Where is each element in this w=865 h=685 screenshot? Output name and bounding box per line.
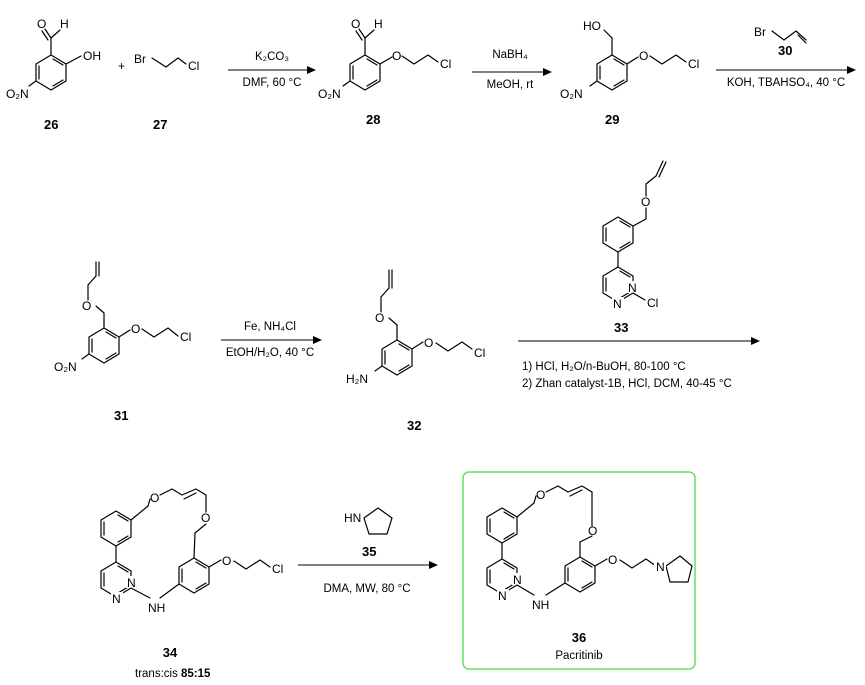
atom-o: O (608, 553, 617, 567)
compound-28: O H O Cl O₂N 28 (318, 17, 451, 127)
step5-line1: 1) HCl, H₂O/n-BuOH, 80-100 °C (522, 361, 686, 373)
compound-label-26: 26 (44, 117, 58, 132)
atom-n: N (656, 560, 665, 574)
step1-conditions: DMF, 60 °C (243, 77, 302, 89)
atom-nh: NH (148, 601, 165, 615)
atom-cl: Cl (647, 296, 658, 310)
atom-o: O (424, 336, 433, 350)
plus-sign: + (118, 59, 125, 73)
atom-cl: Cl (272, 562, 283, 576)
compound-33: O N N Cl 33 (602, 160, 667, 335)
compound-34: O O O Cl N N NH 34 trans:cis 85:15 (100, 488, 283, 680)
atom-ho: HO (583, 19, 601, 33)
atom-cl: Cl (188, 59, 199, 73)
product-name: Pacritinib (555, 650, 602, 662)
compound-26: O H OH O₂N 26 (6, 17, 101, 132)
atom-br: Br (754, 25, 766, 39)
atom-o: O (639, 49, 648, 63)
reaction-arrow-1: K₂CO₃ DMF, 60 °C (228, 51, 316, 89)
reaction-arrow-6: HN 35 DMA, MW, 80 °C (298, 507, 438, 595)
atom-o2n: O₂N (6, 87, 29, 101)
atom-cl: Cl (474, 346, 485, 360)
atom-o2n: O₂N (560, 87, 583, 101)
product-highlight-box (462, 471, 696, 670)
atom-cl: Cl (688, 57, 699, 71)
atom-o: O (222, 554, 231, 568)
ratio-value: 85:15 (181, 668, 211, 680)
atom-n: N (628, 281, 637, 295)
trans-cis-ratio: trans:cis 85:15 (135, 668, 211, 680)
compound-27: Br Cl 27 (134, 52, 199, 132)
compound-label-34: 34 (163, 645, 178, 660)
atom-o: O (201, 511, 210, 525)
compound-36: O O O N N N NH 36 Pacritinib (486, 485, 693, 662)
reaction-arrow-3: Br 30 KOH, TBAHSO₄, 40 °C (716, 25, 856, 89)
compound-label-30: 30 (778, 43, 792, 58)
step2-conditions: MeOH, rt (487, 79, 534, 91)
atom-oh: OH (83, 49, 101, 63)
ratio-label: trans:cis (135, 668, 181, 680)
atom-o: O (536, 488, 545, 502)
compound-31: O O Cl O₂N 31 (54, 261, 191, 423)
atom-o2n: O₂N (318, 87, 341, 101)
atom-o: O (588, 524, 597, 538)
atom-cl: Cl (440, 57, 451, 71)
compound-label-35: 35 (362, 544, 376, 559)
reaction-arrow-4: Fe, NH₄Cl EtOH/H₂O, 40 °C (221, 321, 322, 359)
reaction-arrow-5: 1) HCl, H₂O/n-BuOH, 80-100 °C 2) Zhan ca… (518, 337, 760, 390)
atom-o: O (641, 195, 650, 209)
atom-o: O (392, 49, 401, 63)
step5-line2: 2) Zhan catalyst-1B, HCl, DCM, 40-45 °C (522, 378, 732, 390)
compound-label-29: 29 (605, 112, 619, 127)
atom-n: N (127, 576, 136, 590)
atom-h: H (60, 17, 69, 31)
atom-o: O (82, 299, 91, 313)
compound-label-31: 31 (114, 408, 128, 423)
atom-h2n: H₂N (346, 372, 368, 386)
atom-o: O (150, 491, 159, 505)
compound-label-28: 28 (366, 112, 380, 127)
atom-cl: Cl (180, 330, 191, 344)
compound-35: HN 35 (344, 507, 393, 559)
compound-label-33: 33 (614, 320, 628, 335)
step4-reagent: Fe, NH₄Cl (244, 321, 296, 333)
atom-n: N (513, 573, 522, 587)
atom-n: N (613, 297, 622, 311)
atom-br: Br (134, 52, 146, 66)
atom-o2n: O₂N (54, 360, 77, 374)
atom-o: O (351, 17, 360, 31)
atom-nh: NH (532, 598, 549, 612)
atom-o: O (131, 322, 140, 336)
step3-conditions: KOH, TBAHSO₄, 40 °C (727, 77, 845, 89)
compound-32: O O Cl H₂N 32 (346, 269, 485, 433)
compound-29: HO O Cl O₂N 29 (560, 19, 699, 127)
step6-conditions: DMA, MW, 80 °C (323, 583, 410, 595)
compound-label-32: 32 (407, 418, 421, 433)
reaction-arrow-2: NaBH₄ MeOH, rt (472, 49, 552, 91)
atom-hn: HN (344, 511, 361, 525)
atom-n: N (112, 592, 121, 606)
step2-reagent: NaBH₄ (492, 49, 528, 61)
atom-n: N (498, 589, 507, 603)
step1-reagent: K₂CO₃ (255, 51, 289, 63)
compound-label-36: 36 (572, 630, 586, 645)
compound-label-27: 27 (153, 117, 167, 132)
atom-o: O (37, 17, 46, 31)
atom-h: H (374, 17, 383, 31)
step4-conditions: EtOH/H₂O, 40 °C (226, 347, 314, 359)
atom-o: O (375, 311, 384, 325)
